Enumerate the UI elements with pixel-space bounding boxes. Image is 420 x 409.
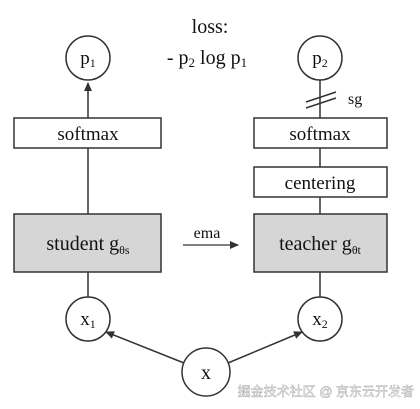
student-softmax-label: softmax — [57, 124, 119, 145]
source-label: x — [201, 362, 211, 384]
teacher-centering-label: centering — [285, 173, 356, 194]
loss-log-p: log p — [195, 47, 241, 69]
teacher-softmax-label: softmax — [289, 124, 351, 145]
source-to-teacher-input-arrow — [227, 331, 303, 364]
loss-minus-p: - p — [167, 47, 189, 69]
loss-label: loss: — [192, 16, 229, 38]
student-network-label: student gθs — [46, 233, 130, 257]
teacher-input-node — [297, 296, 343, 342]
student-input-node — [65, 296, 111, 342]
student-output-node — [65, 35, 111, 81]
source-to-student-input-arrow — [105, 331, 185, 364]
stop-gradient-mark-2 — [305, 97, 337, 109]
teacher-centering-box — [253, 166, 388, 198]
stop-gradient-mark-1 — [305, 91, 337, 103]
student-network-box — [13, 213, 162, 273]
teacher-softmax-box — [253, 117, 388, 149]
teacher-network-box — [253, 213, 388, 273]
teacher-output-label: p2 — [312, 48, 328, 70]
loss-formula: - p2 log p1 — [167, 47, 247, 70]
source-node — [181, 347, 231, 397]
student-output-label: p1 — [80, 48, 96, 70]
loss-subscript-b: 1 — [241, 55, 248, 70]
teacher-network-label: teacher gθt — [279, 233, 361, 257]
student-input-label: x1 — [80, 309, 96, 331]
teacher-input-label: x2 — [312, 309, 328, 331]
student-softmax-box — [13, 117, 162, 149]
watermark: 掘金技术社区 @ 京东云开发者 — [238, 384, 414, 399]
stop-gradient-label: sg — [348, 91, 362, 108]
loss-subscript-a: 2 — [189, 55, 196, 70]
ema-label: ema — [194, 225, 221, 242]
